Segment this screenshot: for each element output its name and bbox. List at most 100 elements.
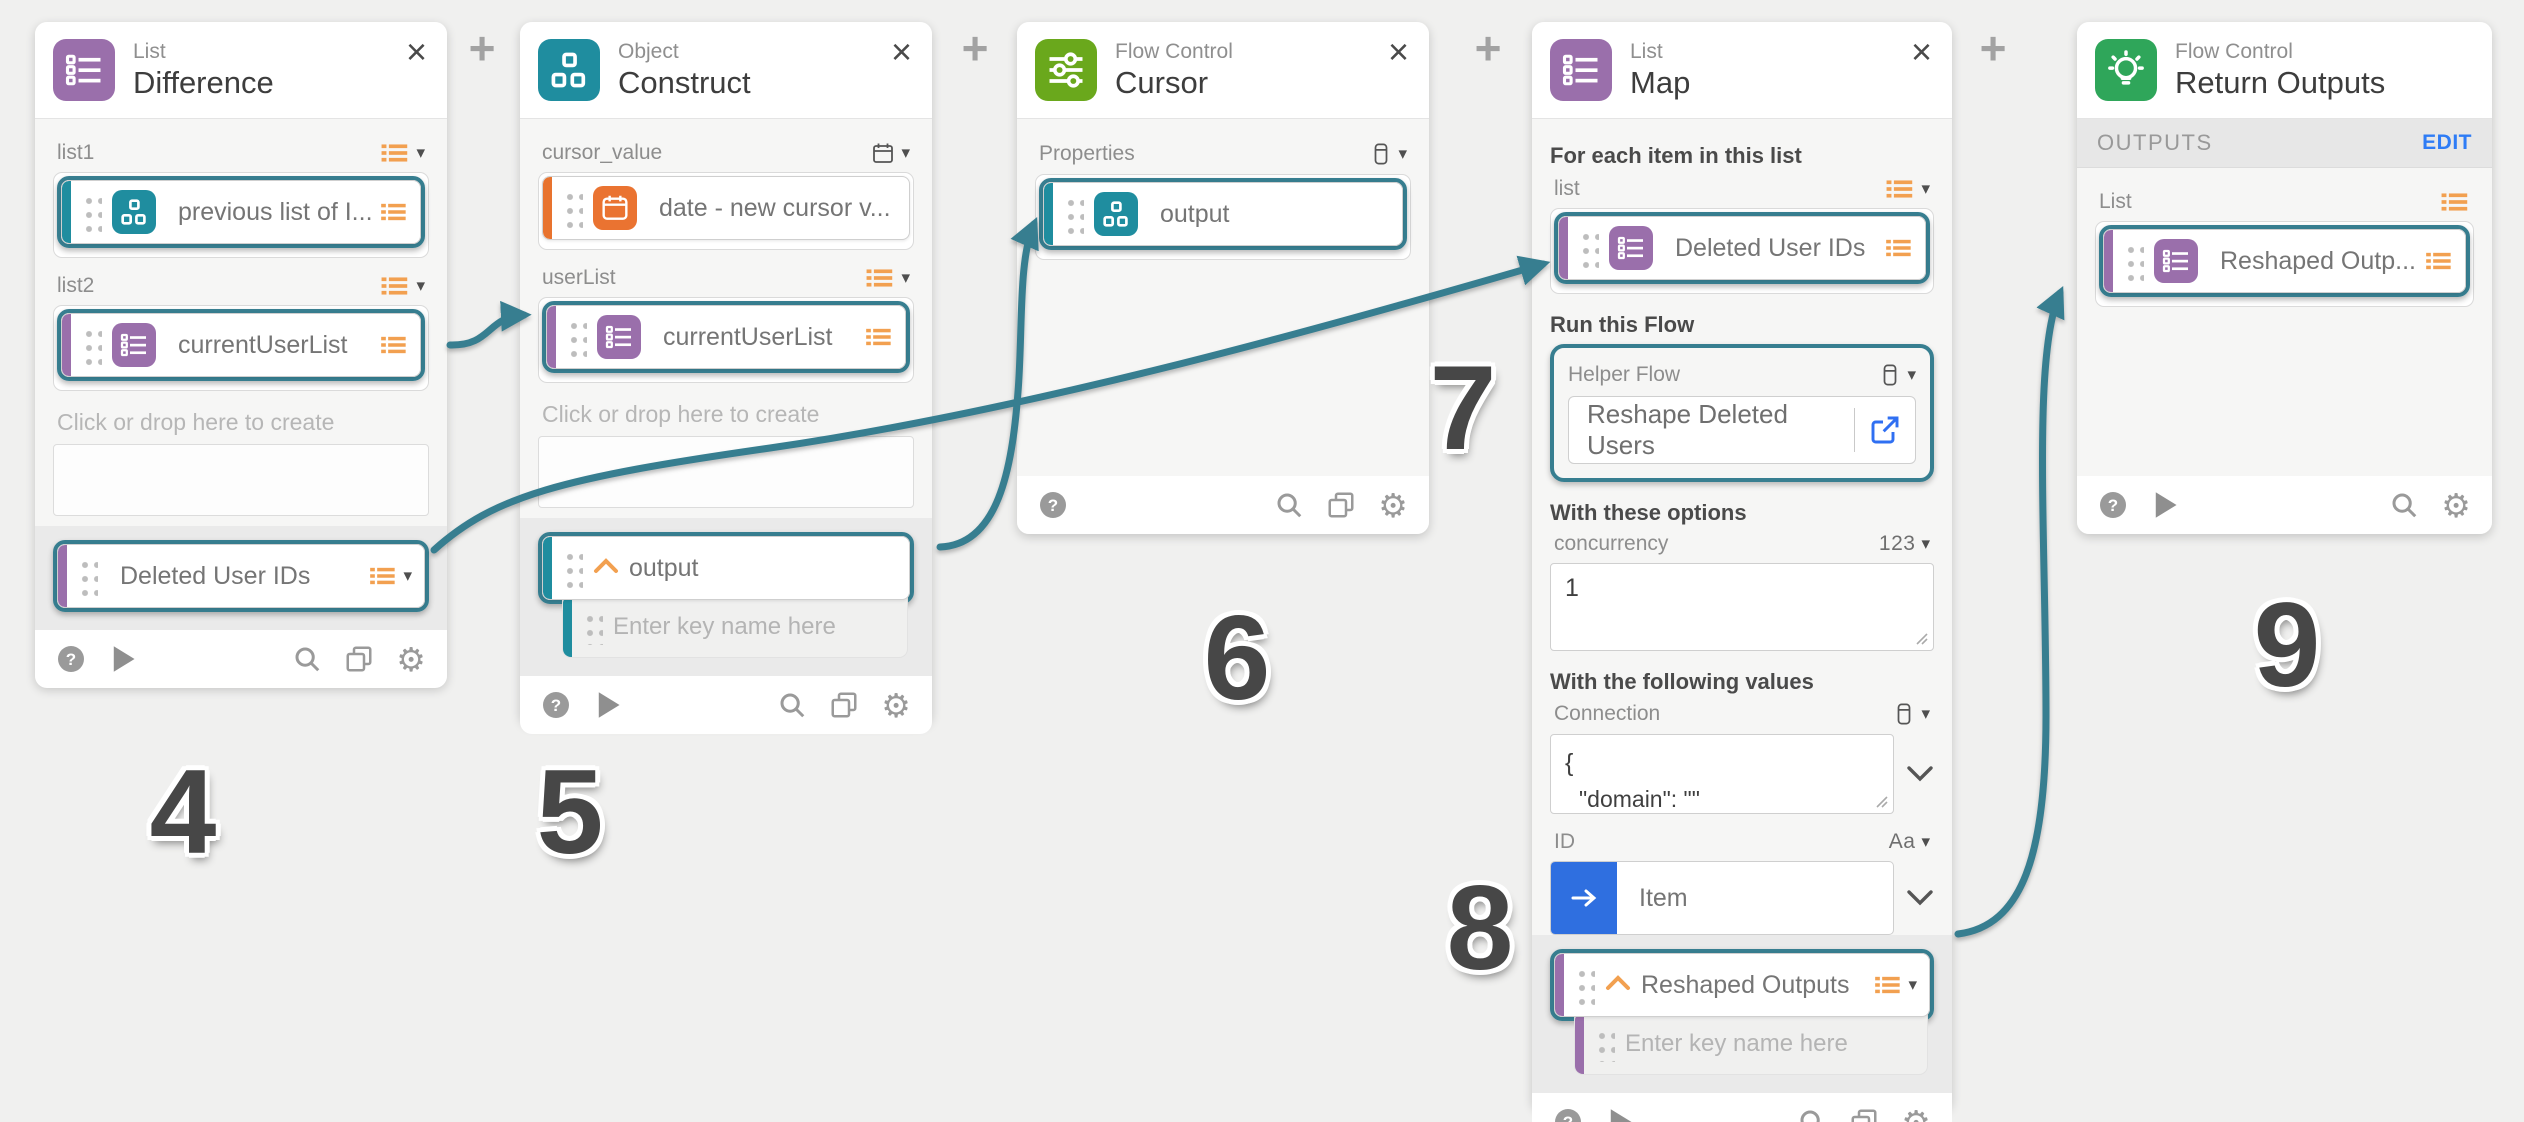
settings-gear-icon[interactable]: ⚙ — [2441, 485, 2471, 525]
chevron-down-icon[interactable]: ▾ — [1398, 144, 1407, 164]
expand-chevron-icon[interactable] — [1906, 888, 1934, 908]
drop-zone[interactable] — [538, 436, 914, 508]
chevron-down-icon[interactable]: ▾ — [1908, 975, 1917, 995]
drag-handle-dots[interactable] — [2124, 240, 2144, 282]
drag-handle-dots[interactable] — [1575, 964, 1595, 1006]
list-type-icon[interactable] — [380, 275, 410, 297]
collapse-chevron-icon[interactable] — [1605, 974, 1631, 997]
open-flow-external-link-icon[interactable] — [1869, 414, 1901, 446]
help-icon[interactable]: ? — [1037, 489, 1069, 521]
drag-handle-dots[interactable] — [78, 555, 98, 597]
list-type-icon[interactable] — [865, 267, 895, 289]
helper-flow-input[interactable]: Reshape Deleted Users — [1568, 396, 1916, 464]
chevron-down-icon[interactable]: ▾ — [901, 143, 910, 163]
chevron-down-icon[interactable]: ▾ — [1921, 534, 1930, 554]
chevron-down-icon[interactable]: ▾ — [1907, 365, 1916, 385]
field-label: Properties — [1039, 142, 1135, 165]
copy-icon[interactable] — [1325, 489, 1357, 521]
chip-output[interactable]: output — [1043, 182, 1403, 246]
drag-handle-dots[interactable] — [563, 187, 583, 229]
add-card-button[interactable]: + — [1474, 22, 1502, 74]
chip-current-user-list[interactable]: currentUserList — [61, 313, 421, 377]
add-card-button[interactable]: + — [468, 22, 496, 74]
connection-textarea[interactable]: { "domain": "" — [1550, 734, 1894, 814]
card-object-construct: Object Construct × cursor_value ▾ date -… — [520, 22, 932, 734]
settings-gear-icon[interactable]: ⚙ — [1901, 1102, 1931, 1122]
resize-handle[interactable] — [1913, 630, 1929, 646]
chevron-down-icon[interactable]: ▾ — [1921, 704, 1930, 724]
resize-handle[interactable] — [1873, 793, 1889, 809]
chip-deleted-user-ids[interactable]: Deleted User IDs ▾ — [57, 544, 425, 608]
date-type-icon[interactable] — [871, 141, 895, 165]
search-icon[interactable] — [291, 643, 323, 675]
chevron-down-icon[interactable]: ▾ — [1921, 179, 1930, 199]
settings-gear-icon[interactable]: ⚙ — [1378, 485, 1408, 525]
search-icon[interactable] — [1273, 489, 1305, 521]
drag-handle-dots[interactable] — [1579, 227, 1599, 269]
settings-gear-icon[interactable]: ⚙ — [396, 639, 426, 679]
close-icon[interactable]: × — [1910, 31, 1932, 72]
help-icon[interactable]: ? — [540, 689, 572, 721]
chevron-down-icon[interactable]: ▾ — [416, 276, 425, 296]
chip-item[interactable]: Item — [1550, 861, 1894, 935]
object-type-icon[interactable] — [1370, 141, 1392, 167]
highlight-outline: currentUserList — [542, 301, 910, 373]
run-card-icon[interactable] — [592, 689, 624, 721]
drag-handle-dots[interactable] — [1064, 193, 1084, 235]
copy-icon[interactable] — [1848, 1106, 1880, 1122]
step-number-8: 8 — [1446, 861, 1514, 995]
add-card-button[interactable]: + — [1979, 22, 2007, 74]
key-name-row[interactable]: Enter key name here — [1574, 1013, 1928, 1075]
object-type-icon[interactable] — [1893, 701, 1915, 727]
search-icon[interactable] — [2388, 489, 2420, 521]
concurrency-textarea[interactable]: 1 — [1550, 563, 1934, 651]
chevron-down-icon[interactable]: ▾ — [403, 566, 412, 586]
close-icon[interactable]: × — [1387, 31, 1409, 72]
text-type-icon[interactable]: Aa — [1888, 830, 1916, 853]
key-name-row[interactable]: Enter key name here — [562, 596, 908, 658]
list-type-icon[interactable] — [1885, 178, 1915, 200]
chip-reshaped-outputs[interactable]: Reshaped Outputs ▾ — [1554, 953, 1930, 1017]
run-card-icon[interactable] — [2149, 489, 2181, 521]
drop-zone[interactable] — [53, 444, 429, 516]
chip-previous-list[interactable]: previous list of I... — [61, 180, 421, 244]
card-list-difference: List Difference × list1 ▾ previous list … — [35, 22, 447, 688]
collapse-chevron-icon[interactable] — [593, 557, 619, 580]
add-card-button[interactable]: + — [961, 22, 989, 74]
chip-output[interactable]: output — [542, 536, 910, 600]
chip-label: output — [1160, 199, 1230, 228]
copy-icon[interactable] — [343, 643, 375, 675]
chip-date-cursor[interactable]: date - new cursor v... — [542, 176, 910, 240]
settings-gear-icon[interactable]: ⚙ — [881, 685, 911, 725]
search-icon[interactable] — [1796, 1106, 1828, 1122]
help-icon[interactable]: ? — [55, 643, 87, 675]
object-type-icon[interactable] — [1879, 362, 1901, 388]
chip-deleted-user-ids[interactable]: Deleted User IDs — [1558, 216, 1926, 280]
help-icon[interactable]: ? — [2097, 489, 2129, 521]
search-icon[interactable] — [776, 689, 808, 721]
help-icon[interactable]: ? — [1552, 1106, 1584, 1122]
chip-reshaped-outputs[interactable]: Reshaped Outp... — [2103, 229, 2466, 293]
chevron-down-icon[interactable]: ▾ — [1921, 832, 1930, 852]
copy-icon[interactable] — [828, 689, 860, 721]
highlight-outline: Deleted User IDs ▾ — [53, 540, 429, 612]
drag-handle-dots[interactable] — [82, 324, 102, 366]
list-type-icon[interactable] — [2440, 191, 2470, 213]
chip-current-user-list[interactable]: currentUserList — [546, 305, 906, 369]
expand-chevron-icon[interactable] — [1906, 764, 1934, 784]
run-card-icon[interactable] — [107, 643, 139, 675]
number-type-icon[interactable]: 123 — [1878, 532, 1916, 555]
list-type-icon[interactable] — [380, 142, 410, 164]
chevron-down-icon[interactable]: ▾ — [416, 143, 425, 163]
drag-handle-dots[interactable] — [567, 316, 587, 358]
drag-handle-dots[interactable] — [563, 547, 583, 589]
chip-label: Reshaped Outp... — [2220, 246, 2416, 275]
run-card-icon[interactable] — [1604, 1106, 1636, 1122]
card-footer: ? ⚙ — [1017, 476, 1429, 534]
close-icon[interactable]: × — [890, 31, 912, 72]
edit-link[interactable]: EDIT — [2422, 131, 2472, 154]
chevron-down-icon[interactable]: ▾ — [901, 268, 910, 288]
drag-handle-dots[interactable] — [82, 191, 102, 233]
close-icon[interactable]: × — [405, 31, 427, 72]
chip-label: Reshaped Outputs — [1641, 970, 1850, 999]
